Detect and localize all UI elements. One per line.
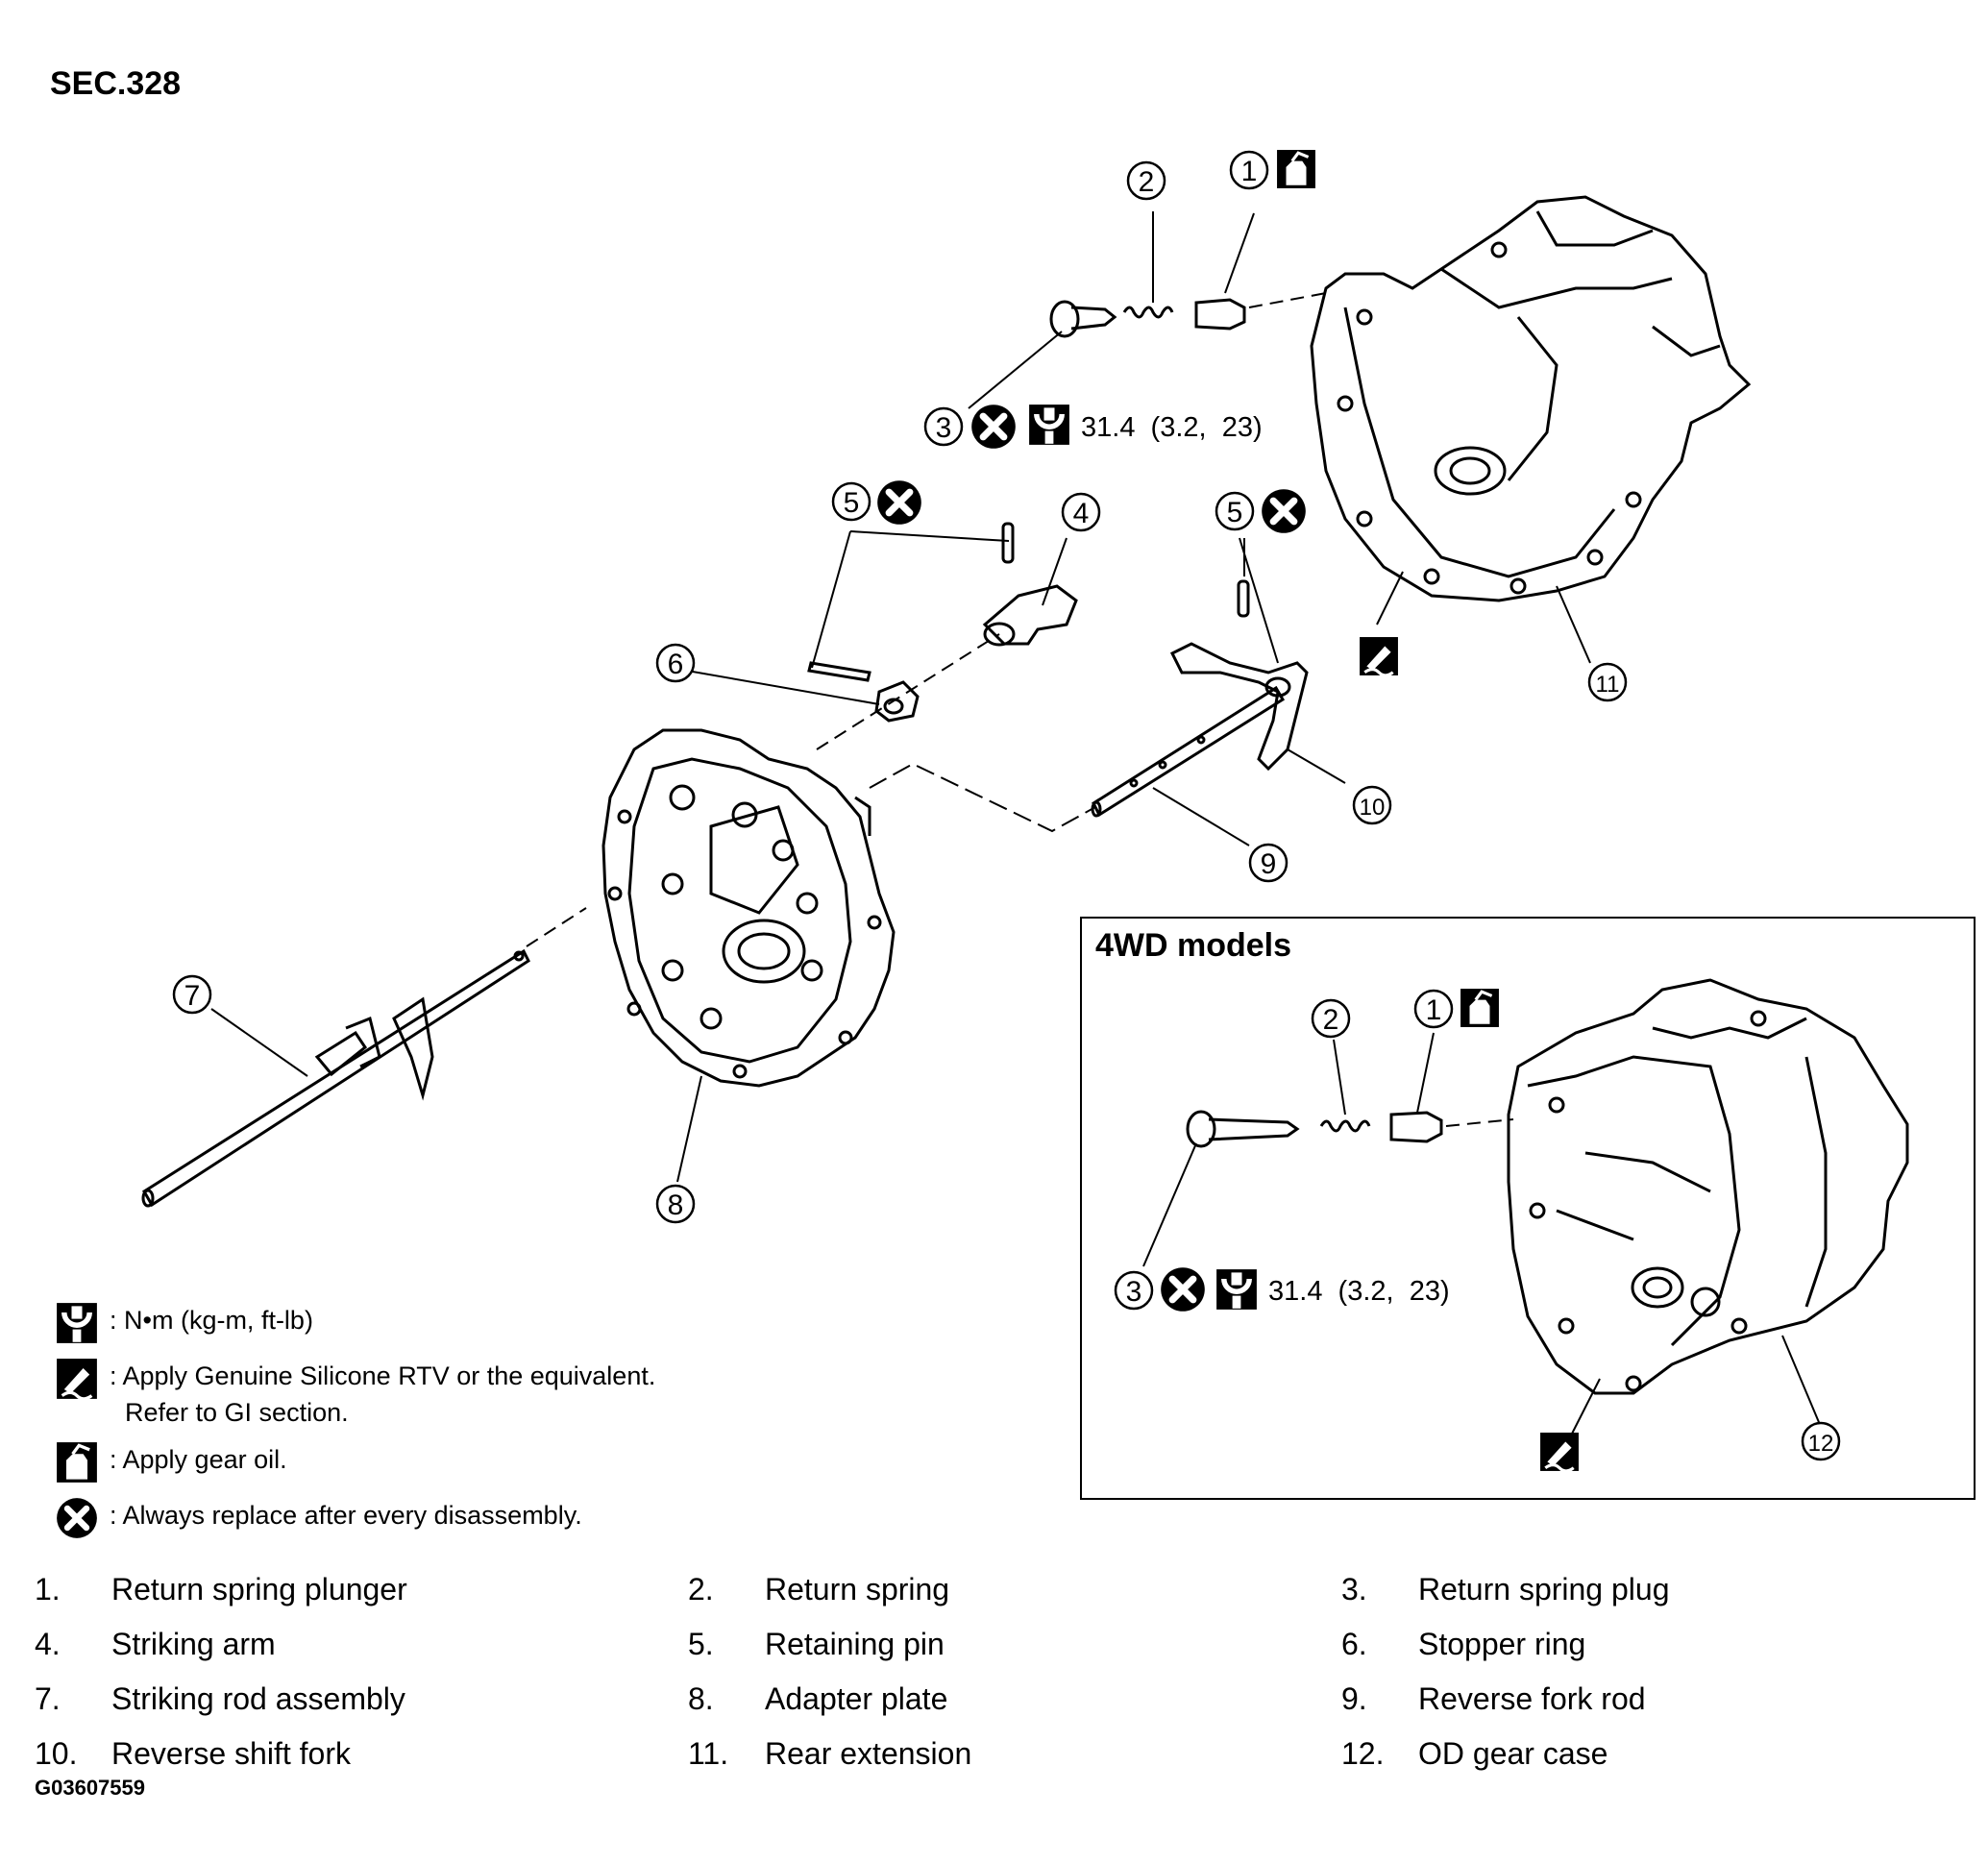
svg-text:3: 3 [1126,1276,1142,1308]
legend-sealant-line2: Refer to GI section. [125,1398,349,1427]
part-7: 7.Striking rod assembly [35,1681,405,1716]
legend-torque: : N•m (kg-m, ft-lb) [56,1302,313,1344]
svg-text:5: 5 [844,487,860,519]
legend-gear-oil: : Apply gear oil. [56,1441,287,1484]
legend-replace-text: : Always replace after every disassembly… [110,1501,582,1530]
part-3: 3.Return spring plug [1341,1572,1670,1606]
part-1: 1.Return spring plunger [35,1572,407,1606]
torque-spec-inset: 31.4 (3.2, 23) [1268,1276,1450,1307]
reverse-fork-rod [1091,685,1286,818]
callout-4: 4 [1061,492,1101,532]
part-11: 11.Rear extension [688,1736,972,1771]
callout-6: 6 [655,643,696,683]
legend-sealant-line1: : Apply Genuine Silicone RTV or the equi… [110,1361,656,1390]
svg-text:10: 10 [1360,795,1386,821]
leader-lines [210,211,1591,1183]
part-2: 2.Return spring [688,1572,950,1606]
inset-title: 4WD models [1095,927,1291,964]
svg-text:6: 6 [668,649,684,680]
legend-sealant: : Apply Genuine Silicone RTV or the equi… [56,1358,655,1431]
callout-2-main: 2 [1126,160,1166,201]
svg-text:3: 3 [936,412,952,444]
part-10: 10.Reverse shift fork [35,1736,351,1771]
callout-3-inset: 3 [1114,1270,1154,1311]
sealant-icon-inset [1539,1432,1580,1472]
callout-11: 11 [1587,662,1628,702]
torque-spec-main: 31.4 (3.2, 23) [1081,412,1263,443]
legend-gear-oil-text: : Apply gear oil. [110,1445,287,1474]
legend-torque-text: : N•m (kg-m, ft-lb) [110,1306,313,1335]
part-5: 5.Retaining pin [688,1627,945,1661]
section-title: SEC.328 [50,65,182,102]
part-12: 12.OD gear case [1341,1736,1608,1771]
svg-text:4: 4 [1073,498,1090,529]
torque-wrench-icon-main [1029,405,1069,445]
callout-5-left: 5 [831,481,871,522]
svg-text:7: 7 [184,980,201,1012]
inset-box [1080,917,1976,1500]
svg-text:2: 2 [1139,166,1155,198]
replace-icon [56,1497,98,1539]
part-6: 6.Stopper ring [1341,1627,1586,1661]
return-spring-parts-main [1049,298,1246,338]
callout-3-main: 3 [923,406,964,447]
part-8: 8.Adapter plate [688,1681,948,1716]
callout-7: 7 [172,974,212,1015]
legend-replace: : Always replace after every disassembly… [56,1497,582,1539]
part-9: 9.Reverse fork rod [1341,1681,1646,1716]
callout-1-inset: 1 [1413,989,1454,1029]
callout-10: 10 [1352,785,1392,825]
striking-rod-assembly [141,948,530,1208]
adapter-plate [601,728,896,1088]
sealant-icon [56,1358,98,1400]
svg-text:2: 2 [1323,1004,1339,1036]
callout-2-inset: 2 [1311,998,1351,1039]
od-gear-case [1507,978,1909,1395]
sealant-icon-main [1359,636,1399,676]
svg-text:5: 5 [1227,497,1243,528]
torque-wrench-icon [56,1302,98,1344]
replace-icon-inset [1161,1267,1205,1312]
replace-icon-pin-right [1262,489,1306,533]
svg-text:1: 1 [1241,156,1258,187]
callout-8: 8 [655,1184,696,1224]
rear-extension-housing [1310,195,1752,602]
svg-text:8: 8 [668,1190,684,1221]
callouts: 1 2 3 5 4 5 6 11 10 9 7 8 1 2 3 12 [172,150,1841,1461]
replace-icon-main-3 [971,405,1016,449]
svg-text:1: 1 [1426,994,1442,1026]
leader-lines-inset [1142,1032,1822,1442]
oil-can-icon-main [1276,149,1316,189]
oil-can-icon-inset [1460,988,1500,1028]
retaining-pins [807,522,1250,682]
legend-sealant-text: : Apply Genuine Silicone RTV or the equi… [110,1358,655,1431]
reverse-shift-fork [1169,642,1309,772]
figure-id: G03607559 [35,1776,145,1800]
callout-5-right: 5 [1215,491,1255,531]
part-4: 4.Striking arm [35,1627,276,1661]
callout-9: 9 [1248,843,1289,883]
callout-1-main: 1 [1229,150,1269,190]
svg-text:9: 9 [1261,848,1277,880]
oil-can-icon [56,1441,98,1484]
torque-wrench-icon-inset [1216,1269,1257,1310]
callout-12: 12 [1801,1421,1841,1461]
svg-text:12: 12 [1808,1431,1834,1457]
striking-arm [982,584,1078,647]
replace-icon-pin-left [877,480,921,525]
return-spring-parts-inset [1186,1110,1443,1148]
stopper-ring [874,680,920,723]
svg-text:11: 11 [1596,672,1620,698]
